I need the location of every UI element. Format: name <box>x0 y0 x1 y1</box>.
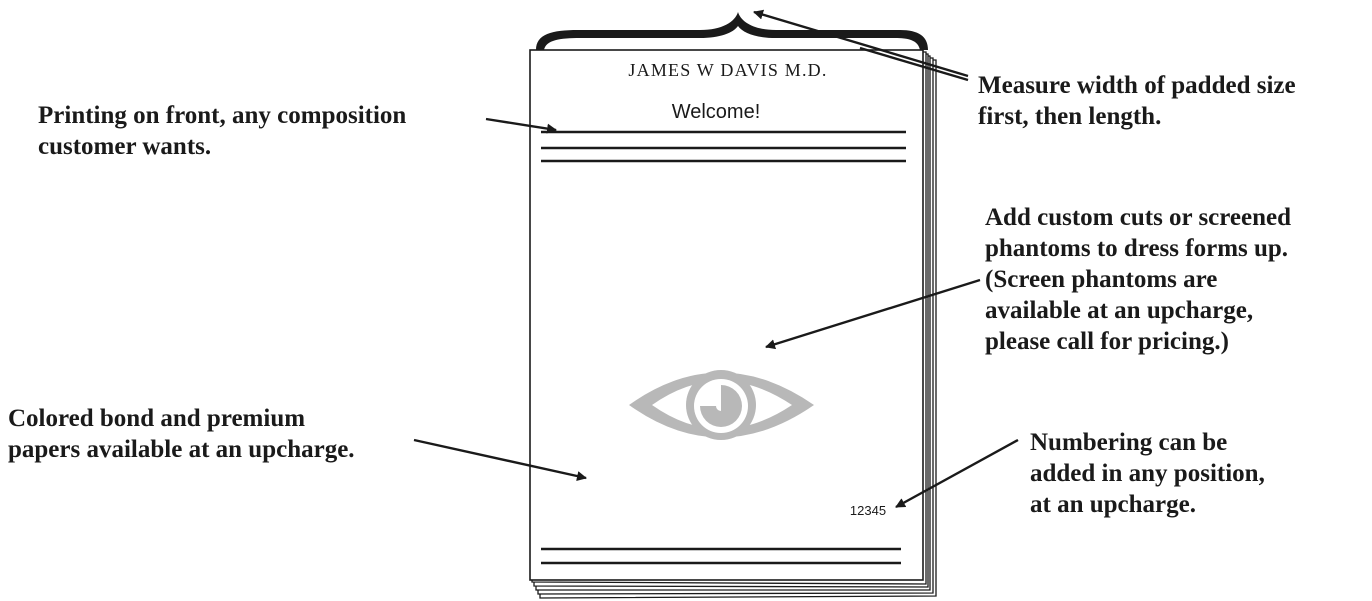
annotation-arrows <box>413 9 1019 509</box>
arrow-paper <box>413 438 587 481</box>
annotation-printing: Printing on front, any composition custo… <box>38 102 407 160</box>
arrow-measure-side <box>859 46 969 82</box>
annotation-paper: Colored bond and premium papers availabl… <box>8 405 355 463</box>
header-rules <box>541 130 906 163</box>
footer-rules <box>541 547 901 565</box>
pad-greeting: Welcome! <box>672 101 761 123</box>
annotation-measure: Measure width of padded size first, then… <box>978 72 1296 130</box>
annotation-custom-cuts: Add custom cuts or screened phantoms to … <box>985 204 1292 355</box>
arrow-measure-top <box>753 9 969 78</box>
arrow-printing <box>485 117 557 134</box>
pad-header-name: JAMES W DAVIS M.D. <box>628 60 827 80</box>
padding-glue-strip <box>536 12 928 50</box>
arrow-custom-cuts <box>765 278 981 350</box>
eye-icon <box>629 370 814 440</box>
annotation-numbering: Numbering can be added in any position, … <box>1030 429 1265 518</box>
pad-front-sheet <box>529 49 924 581</box>
arrow-numbering <box>895 438 1019 509</box>
pad-number: 12345 <box>850 503 886 518</box>
